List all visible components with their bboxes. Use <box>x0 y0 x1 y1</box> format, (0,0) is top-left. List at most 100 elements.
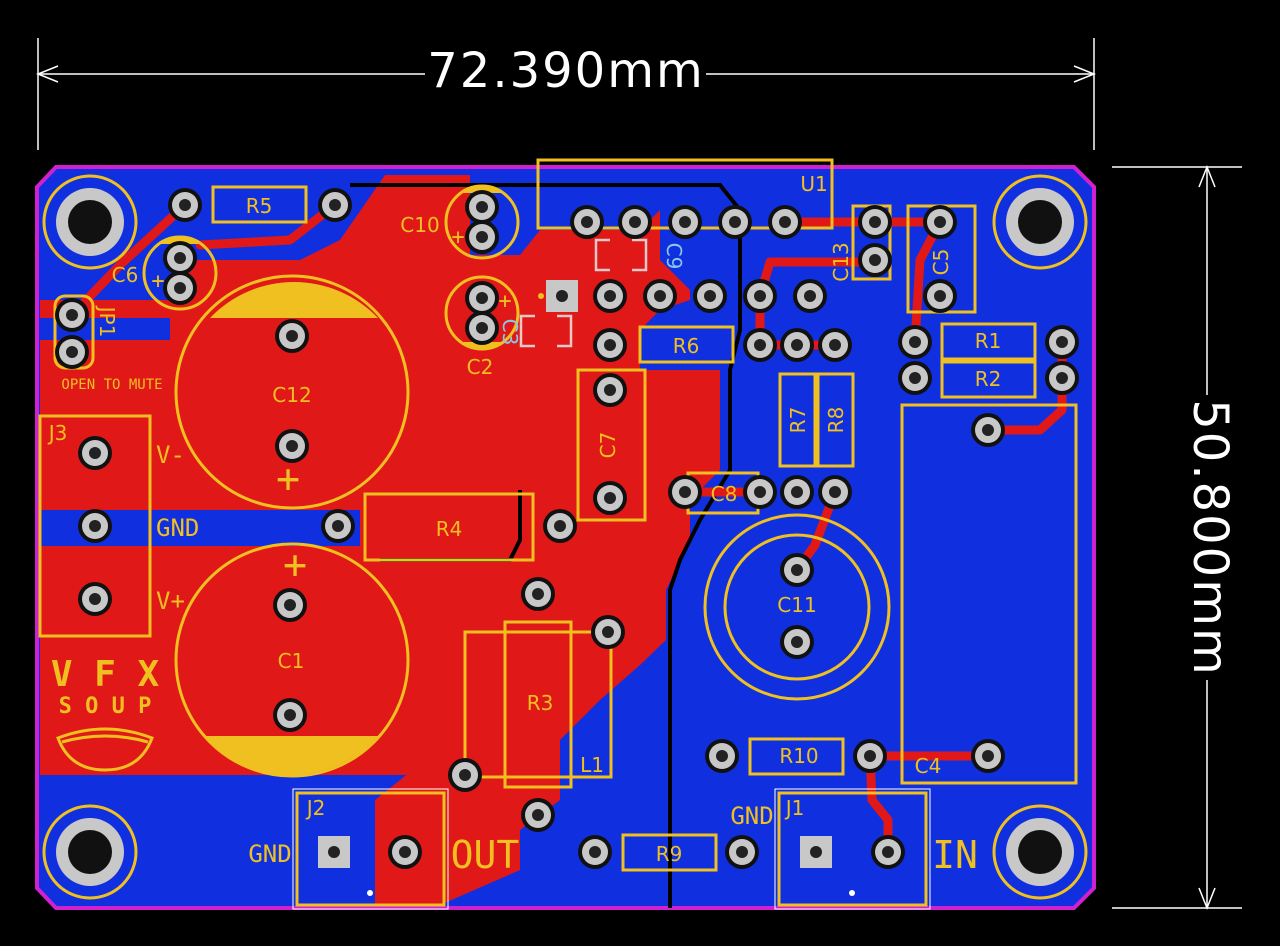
drill-hole <box>174 282 186 294</box>
logo-line2: S O U P <box>59 694 152 719</box>
r8-outline <box>816 372 855 468</box>
capacitor-c11 <box>703 513 891 701</box>
capacitor-c12 <box>174 274 410 510</box>
gnd-label-j3: GND <box>156 514 199 542</box>
c7-outline <box>576 368 647 522</box>
dimension-width <box>35 38 1097 150</box>
r9-outline <box>621 833 718 872</box>
r3-outline <box>503 620 573 789</box>
r7-outline <box>778 372 817 468</box>
gnd-label-j1: GND <box>730 802 773 830</box>
drill-hole <box>934 216 946 228</box>
drill-hole <box>829 339 841 351</box>
dimension-height <box>1112 164 1242 911</box>
drill-hole <box>332 520 344 532</box>
drill-hole <box>66 309 78 321</box>
drill-hole <box>476 292 488 304</box>
drill-hole <box>556 290 568 302</box>
r2-outline <box>940 360 1037 399</box>
drill-hole <box>679 486 691 498</box>
drill-hole <box>284 709 296 721</box>
drill-hole <box>459 769 471 781</box>
drill-hole <box>909 372 921 384</box>
label-c12: C12 <box>272 383 311 407</box>
label-r6: R6 <box>673 334 700 358</box>
drill-hole <box>604 492 616 504</box>
drill-hole <box>909 336 921 348</box>
drill-hole <box>864 750 876 762</box>
drill-hole <box>89 593 101 605</box>
drill-hole <box>1056 336 1068 348</box>
label-r9: R9 <box>656 842 683 866</box>
drill-hole <box>286 440 298 452</box>
label-j3: J3 <box>47 421 68 445</box>
plus-c6: + <box>151 269 164 294</box>
capacitor-c1 <box>174 542 410 778</box>
label-r4: R4 <box>436 517 463 541</box>
label-l1: L1 <box>580 753 604 777</box>
drill-hole <box>174 252 186 264</box>
drill-hole <box>882 846 894 858</box>
c4-outline <box>900 403 1078 785</box>
label-c1: C1 <box>278 649 305 673</box>
r1-outline <box>940 322 1037 361</box>
capacitor-c2 <box>444 275 520 351</box>
silkscreen-outlines <box>38 158 1078 907</box>
r6-outline <box>638 325 735 364</box>
label-c9: C9 <box>662 243 686 270</box>
drill-hole <box>581 216 593 228</box>
plus-c10: + <box>451 225 464 250</box>
label-jp1: JP1 <box>95 305 119 338</box>
label-c10: C10 <box>400 213 439 237</box>
label-c13: C13 <box>829 242 853 281</box>
drill-hole <box>779 216 791 228</box>
label-r3: R3 <box>527 691 554 715</box>
label-c3: C3 <box>498 319 522 346</box>
label-r8: R8 <box>824 407 848 434</box>
drill-hole <box>729 216 741 228</box>
drill-hole <box>89 520 101 532</box>
r10-outline <box>748 737 845 776</box>
drill-hole <box>654 290 666 302</box>
logo-line1: V F X <box>51 654 160 695</box>
capacitor-c6 <box>142 235 218 311</box>
drill-hole <box>532 809 544 821</box>
open-to-mute-label: OPEN TO MUTE <box>61 377 162 393</box>
out-label: OUT <box>451 833 520 877</box>
drill-hole <box>810 846 822 858</box>
width-dimension-label: 72.390mm <box>427 43 704 99</box>
drill-hole <box>589 846 601 858</box>
r4-outline <box>363 492 535 562</box>
drill-hole <box>754 339 766 351</box>
drill-hole <box>602 626 614 638</box>
drill-hole <box>754 290 766 302</box>
drill-hole <box>476 201 488 213</box>
pin1-dot-j1 <box>849 890 855 896</box>
mounting-hole-br <box>992 804 1088 900</box>
drill-hole <box>604 290 616 302</box>
white-outlines <box>292 788 931 910</box>
drill-hole <box>716 750 728 762</box>
drill-hole <box>629 216 641 228</box>
drill-hole <box>679 216 691 228</box>
drill-hole <box>982 750 994 762</box>
j1-outline <box>777 791 928 907</box>
drill-hole <box>754 486 766 498</box>
drill-hole <box>704 290 716 302</box>
plus-c1: + <box>283 542 307 588</box>
plus-c2: + <box>498 289 511 314</box>
v-plus-label: V+ <box>156 587 185 615</box>
mounting-hole-bl <box>42 804 138 900</box>
v-minus-label: V- <box>156 441 185 469</box>
plus-c12: + <box>276 456 300 502</box>
drill-hole <box>286 330 298 342</box>
label-r1: R1 <box>975 329 1002 353</box>
reference-designators: R5 U1 C10 C6 C2 C12 C1 R6 R1 R2 R4 R3 L1… <box>47 172 1002 866</box>
label-r7: R7 <box>786 407 810 434</box>
label-j1: J1 <box>784 796 805 820</box>
drill-hole <box>791 486 803 498</box>
drill-hole <box>476 231 488 243</box>
j3-outline <box>38 414 152 638</box>
label-u1: U1 <box>800 172 827 196</box>
